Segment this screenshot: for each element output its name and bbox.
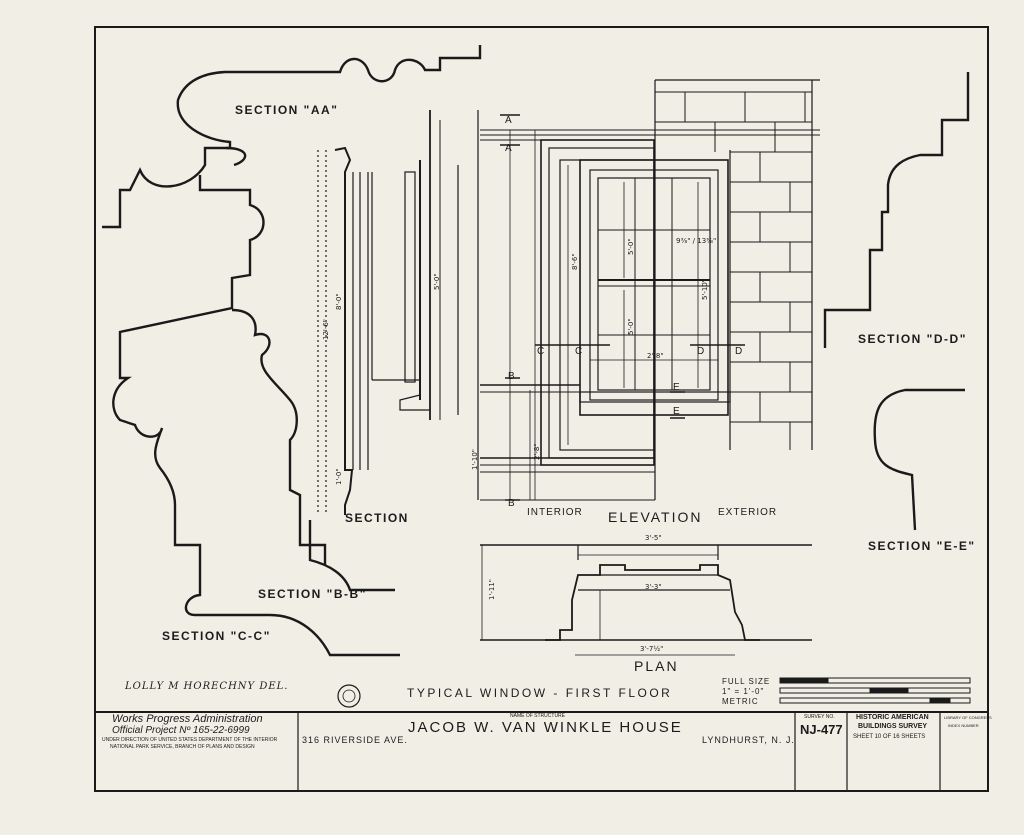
dim-8-0: 8'-0" — [335, 293, 343, 310]
vertical-section — [317, 110, 479, 515]
sheet-border — [94, 26, 989, 792]
dim-sash-width: 2'-8" — [647, 352, 664, 360]
dim-section-height: 5'-0" — [433, 273, 441, 290]
graphic-scale — [779, 677, 971, 704]
scale-full-size: FULL SIZE — [722, 677, 771, 686]
section-cc-profile — [112, 175, 400, 657]
interior-label: INTERIOR — [527, 507, 583, 518]
cut-b-top: B — [508, 371, 516, 382]
exterior-label: EXTERIOR — [718, 507, 778, 518]
window-elevation — [480, 79, 820, 501]
cut-a-bottom: A — [505, 143, 513, 154]
habs-line-2: BUILDINGS SURVEY — [858, 723, 928, 730]
dim-frame-height: 5'-10" — [701, 278, 709, 300]
section-label: SECTION — [345, 511, 409, 525]
loc-line-1: LIBRARY OF CONGRESS — [944, 715, 992, 720]
cut-e-bottom: E — [673, 406, 681, 417]
section-bb-label: SECTION "B-B" — [258, 587, 367, 601]
scale-metric: METRIC — [722, 697, 759, 706]
dim-plan-mid: 3'-3" — [645, 583, 662, 591]
section-dd-profile — [823, 72, 970, 348]
dim-glass: 9⅜" / 13⅜" — [676, 237, 717, 245]
cut-a-top: A — [505, 115, 513, 126]
scale-inch: 1" = 1'-0" — [722, 687, 765, 696]
structure-name: JACOB W. VAN WINKLE HOUSE — [408, 719, 683, 736]
dim-upper-sash: 5'-0" — [627, 238, 635, 255]
section-ee-profile — [873, 388, 965, 531]
habs-seal — [337, 684, 361, 708]
delineator: LOLLY M HORECHNY DEL. — [125, 681, 289, 692]
section-ee-label: SECTION "E-E" — [868, 539, 976, 553]
cut-c-left: C — [537, 346, 546, 357]
wpa-line-1: Works Progress Administration — [112, 713, 263, 725]
dim-overall: 12'-6" — [322, 318, 330, 340]
survey-number: NJ-477 — [800, 722, 843, 737]
habs-line-1: HISTORIC AMERICAN — [856, 714, 929, 721]
dim-lower-sash: 5'-0" — [627, 318, 635, 335]
dim-1-0: 1'-0" — [335, 468, 343, 485]
loc-line-2: INDEX NUMBER — [948, 723, 979, 728]
cut-d-right: D — [735, 346, 744, 357]
sheet-info: SHEET 10 OF 16 SHEETS — [853, 734, 926, 740]
name-of-structure-label: NAME OF STRUCTURE — [510, 713, 565, 719]
cut-e-top: E — [673, 382, 681, 393]
brick-courses — [655, 91, 812, 450]
window-plan — [480, 544, 812, 656]
dim-1-10: 1'-10" — [471, 448, 479, 470]
dim-plan-depth: 1'-11" — [488, 578, 496, 600]
address: 316 RIVERSIDE AVE. — [302, 735, 408, 745]
dim-sill-height: 2'-8" — [533, 443, 541, 460]
dim-opening-height: 8'-6" — [571, 253, 579, 270]
cut-b-bottom: B — [508, 498, 516, 509]
section-dd-label: SECTION "D-D" — [858, 332, 967, 346]
dim-plan-bottom: 3'-7½" — [640, 645, 664, 653]
location: LYNDHURST, N. J. — [702, 735, 795, 745]
survey-no-label: SURVEY NO. — [804, 714, 835, 720]
cut-c-right: C — [575, 346, 584, 357]
section-cc-label: SECTION "C-C" — [162, 629, 271, 643]
drawing-title: TYPICAL WINDOW - FIRST FLOOR — [407, 686, 673, 700]
elevation-label: ELEVATION — [608, 509, 703, 525]
plan-label: PLAN — [634, 658, 679, 674]
section-aa-label: SECTION "AA" — [235, 103, 339, 117]
wpa-line-2: Official Project Nº 165-22-6999 — [112, 725, 250, 736]
section-aa-profile — [102, 45, 482, 229]
wpa-line-4: NATIONAL PARK SERVICE, BRANCH OF PLANS A… — [110, 744, 255, 750]
wpa-line-3: UNDER DIRECTION OF UNITED STATES DEPARTM… — [102, 737, 278, 743]
cut-d-left: D — [697, 346, 706, 357]
dim-plan-top: 3'-5" — [645, 534, 662, 542]
